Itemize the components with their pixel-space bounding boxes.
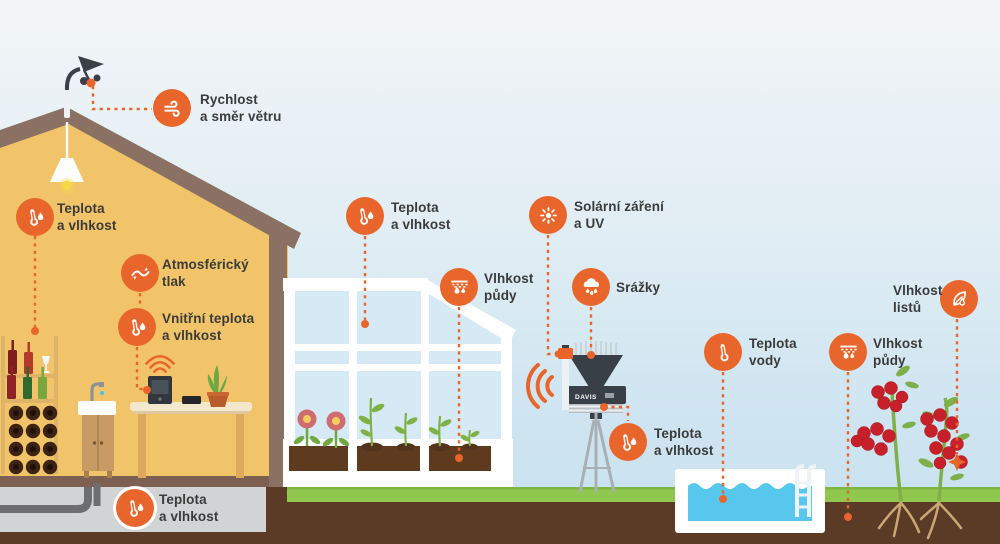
soil-moisture-icon — [837, 341, 860, 364]
station-wifi-waves — [525, 363, 554, 409]
pool-water — [688, 483, 812, 521]
leaf-icon — [948, 288, 971, 311]
thermo-icon — [712, 341, 735, 364]
console-display — [148, 376, 172, 404]
sensor-marker-outdoor — [609, 423, 647, 461]
rain-icon — [580, 276, 603, 299]
sensor-marker-leaf-wetness — [940, 280, 978, 318]
weather-station: DAVIS — [525, 341, 626, 493]
pool-ladder — [795, 464, 817, 517]
sensor-marker-greenhouse-air — [346, 197, 384, 235]
thermo-humidity-icon — [124, 497, 147, 520]
station-brand-logo: DAVIS — [575, 394, 597, 401]
drain-pipe — [0, 483, 101, 513]
wifi-waves-console — [145, 354, 175, 373]
sensor-marker-greenhouse-soil — [440, 268, 478, 306]
pressure-icon — [129, 262, 152, 285]
wine-rack-slots — [8, 405, 58, 475]
sensor-marker-rain — [572, 268, 610, 306]
wine-rack — [1, 336, 58, 475]
sensor-label-rain: Srážky — [616, 280, 661, 295]
leaf-marker-star — [948, 453, 966, 471]
connectors — [33, 86, 959, 513]
sensor-marker-solar — [529, 196, 567, 234]
sensor-marker-indoor — [118, 308, 156, 346]
wine-bottles — [7, 340, 50, 399]
storage-box — [182, 396, 201, 404]
sun-icon — [537, 204, 560, 227]
sensor-marker-wind — [153, 89, 191, 127]
thermo-humidity-icon — [354, 205, 377, 228]
pendant-lamp — [50, 122, 84, 194]
potted-plant — [207, 365, 229, 407]
sensor-marker-basement — [116, 489, 154, 527]
solar-sensor-pole — [558, 345, 573, 410]
sink-cabinet — [78, 382, 116, 478]
wind-icon — [161, 97, 184, 120]
thermo-humidity-icon — [126, 316, 149, 339]
thermo-humidity-icon — [617, 431, 640, 454]
sensor-marker-attic — [16, 198, 54, 236]
wind-vane-anemometer — [64, 56, 104, 118]
connector-dots — [31, 320, 966, 521]
greenhouse-plants — [293, 397, 480, 452]
roof-left-slope — [0, 106, 69, 148]
thermo-humidity-icon — [24, 206, 47, 229]
bird-spikes — [575, 341, 617, 357]
tripod — [578, 413, 616, 493]
sensor-marker-water-temp — [704, 333, 742, 371]
sensor-marker-garden-soil — [829, 333, 867, 371]
soil-moisture-icon — [448, 276, 471, 299]
greenhouse — [283, 278, 516, 487]
roots — [877, 499, 963, 540]
sensor-marker-pressure — [121, 254, 159, 292]
house-wall — [269, 232, 287, 487]
pool — [675, 464, 825, 533]
roof-right-slope — [65, 106, 301, 249]
